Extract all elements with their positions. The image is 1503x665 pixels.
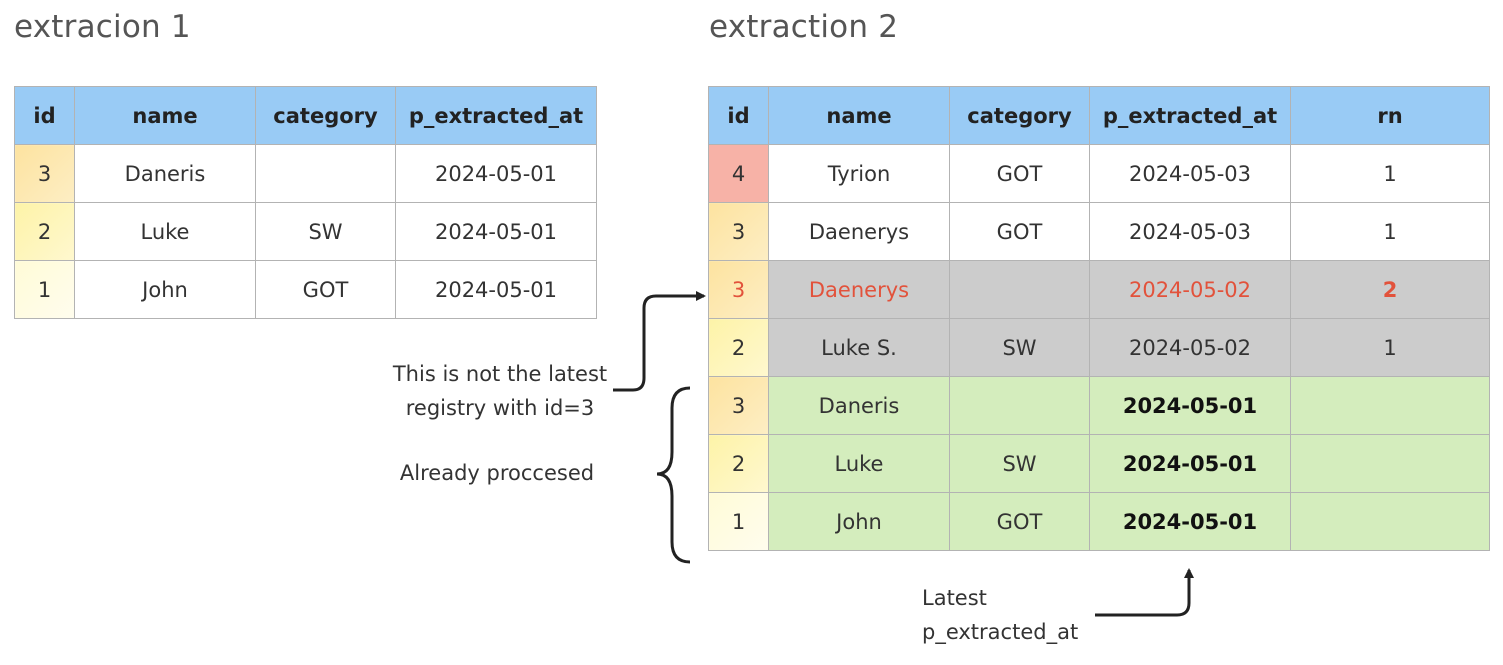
table-row-processed: 3 Daneris 2024-05-01 <box>708 376 1490 435</box>
name-cell: Daenerys <box>768 260 950 319</box>
table-row: 1 John GOT 2024-05-01 <box>14 260 597 319</box>
title-extraction-1: extracion 1 <box>14 9 191 45</box>
rn-cell: 1 <box>1290 202 1490 261</box>
id-cell: 1 <box>708 492 769 551</box>
not-latest-note: This is not the latest registry with id=… <box>380 357 620 425</box>
id-cell: 2 <box>708 434 769 493</box>
category-cell <box>255 144 396 203</box>
id-cell: 3 <box>708 202 769 261</box>
column-header-category: category <box>255 86 396 145</box>
latest-extracted-note: Latest p_extracted_at <box>922 581 1078 649</box>
not-latest-note-line-1: This is not the latest <box>392 362 608 386</box>
name-cell: John <box>74 260 256 319</box>
rn-cell <box>1290 492 1490 551</box>
table-row-not-latest: 3 Daenerys 2024-05-02 2 <box>708 260 1490 319</box>
id-cell: 1 <box>14 260 75 319</box>
name-cell: Luke S. <box>768 318 950 377</box>
category-cell <box>949 376 1090 435</box>
rn-cell: 1 <box>1290 144 1490 203</box>
name-cell: Luke <box>74 202 256 261</box>
column-header-category: category <box>949 86 1090 145</box>
latest-extracted-note-line-1: Latest <box>922 586 987 610</box>
rn-cell: 2 <box>1290 260 1490 319</box>
table-row-processed: 2 Luke SW 2024-05-01 <box>708 434 1490 493</box>
id-cell: 3 <box>708 260 769 319</box>
extracted-at-cell: 2024-05-01 <box>1089 434 1291 493</box>
name-cell: Tyrion <box>768 144 950 203</box>
latest-extracted-note-line-2: p_extracted_at <box>922 620 1079 644</box>
category-cell: GOT <box>255 260 396 319</box>
column-header-rn: rn <box>1290 86 1490 145</box>
extracted-at-cell: 2024-05-01 <box>1089 492 1291 551</box>
rn-cell <box>1290 434 1490 493</box>
table-header-row: id name category p_extracted_at rn <box>708 86 1490 145</box>
already-processed-note: Already proccesed <box>399 461 595 485</box>
id-cell: 2 <box>14 202 75 261</box>
category-cell: GOT <box>949 144 1090 203</box>
category-cell <box>949 260 1090 319</box>
table-row: 3 Daneris 2024-05-01 <box>14 144 597 203</box>
category-cell: SW <box>949 318 1090 377</box>
not-latest-note-line-2: registry with id=3 <box>405 396 595 420</box>
column-header-id: id <box>14 86 75 145</box>
id-cell: 3 <box>708 376 769 435</box>
column-header-p-extracted-at: p_extracted_at <box>1089 86 1291 145</box>
extracted-at-cell: 2024-05-01 <box>395 260 597 319</box>
category-cell: GOT <box>949 202 1090 261</box>
already-processed-brace <box>656 386 691 564</box>
extracted-at-cell: 2024-05-01 <box>395 202 597 261</box>
arrow-to-latest-column <box>1095 568 1194 617</box>
extracted-at-cell: 2024-05-02 <box>1089 260 1291 319</box>
extracted-at-cell: 2024-05-01 <box>395 144 597 203</box>
name-cell: Luke <box>768 434 950 493</box>
column-header-p-extracted-at: p_extracted_at <box>395 86 597 145</box>
table-row: 2 Luke S. SW 2024-05-02 1 <box>708 318 1490 377</box>
id-cell: 3 <box>14 144 75 203</box>
arrow-to-not-latest-row <box>613 291 706 392</box>
name-cell: Daenerys <box>768 202 950 261</box>
table-row: 4 Tyrion GOT 2024-05-03 1 <box>708 144 1490 203</box>
extraction-1-table: id name category p_extracted_at 3 Daneri… <box>14 86 597 319</box>
column-header-id: id <box>708 86 769 145</box>
rn-cell: 1 <box>1290 318 1490 377</box>
name-cell: John <box>768 492 950 551</box>
category-cell: GOT <box>949 492 1090 551</box>
extracted-at-cell: 2024-05-02 <box>1089 318 1291 377</box>
rn-cell <box>1290 376 1490 435</box>
extracted-at-cell: 2024-05-03 <box>1089 202 1291 261</box>
column-header-name: name <box>74 86 256 145</box>
title-extraction-2: extraction 2 <box>709 9 899 45</box>
table-row: 2 Luke SW 2024-05-01 <box>14 202 597 261</box>
column-header-name: name <box>768 86 950 145</box>
name-cell: Daneris <box>768 376 950 435</box>
table-header-row: id name category p_extracted_at <box>14 86 597 145</box>
name-cell: Daneris <box>74 144 256 203</box>
table-row: 3 Daenerys GOT 2024-05-03 1 <box>708 202 1490 261</box>
table-row-processed: 1 John GOT 2024-05-01 <box>708 492 1490 551</box>
category-cell: SW <box>255 202 396 261</box>
extraction-2-table: id name category p_extracted_at rn 4 Tyr… <box>708 86 1490 551</box>
